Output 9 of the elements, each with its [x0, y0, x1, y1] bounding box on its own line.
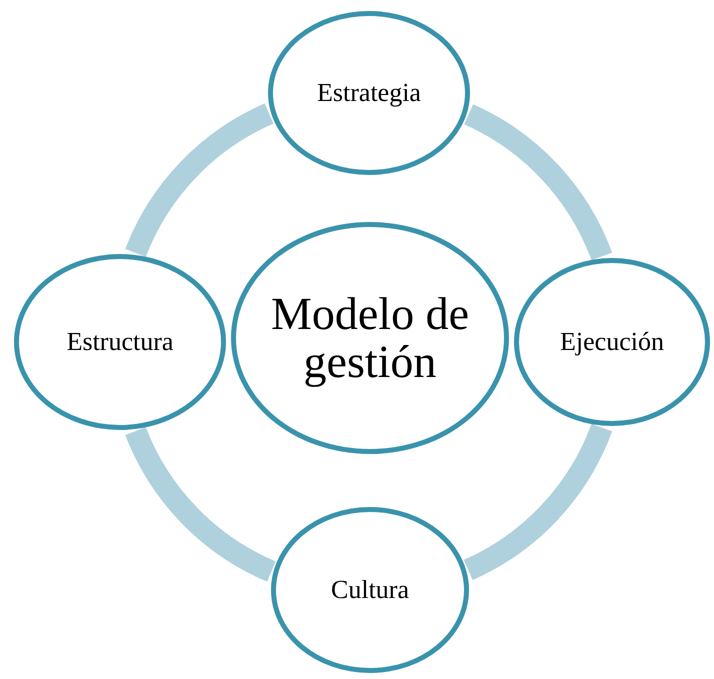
node-label: Cultura	[331, 576, 409, 604]
node-label: Estructura	[66, 328, 174, 356]
node-label: Modelo de gestión	[270, 290, 470, 386]
node-label: Estrategia	[317, 79, 421, 107]
ring-connector	[463, 423, 612, 580]
ring-connector	[125, 426, 276, 582]
ring-connector	[125, 104, 274, 258]
ring-connector	[464, 104, 612, 261]
node-label: Ejecución	[560, 328, 664, 356]
